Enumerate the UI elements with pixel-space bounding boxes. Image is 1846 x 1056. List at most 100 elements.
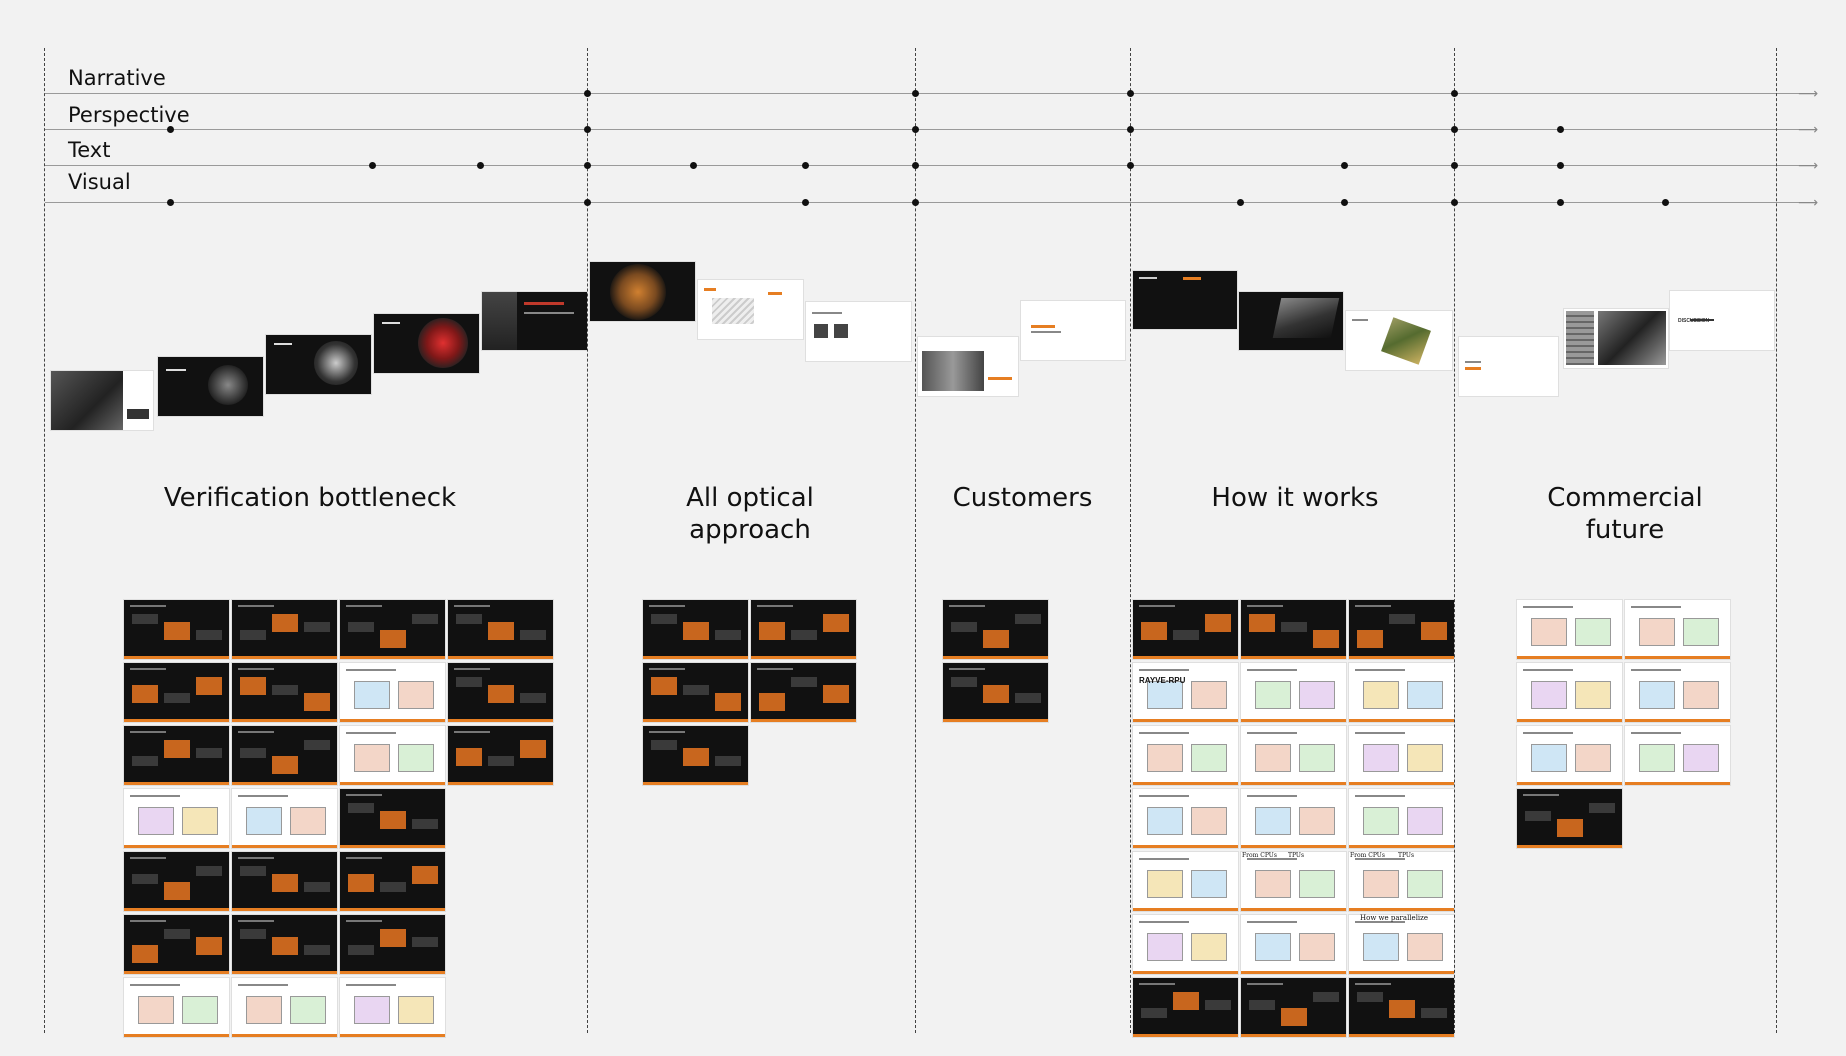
- slide-thumbnail[interactable]: [124, 789, 229, 848]
- slide-block: [1015, 693, 1041, 703]
- slide-block: [983, 685, 1009, 703]
- slide-thumbnail[interactable]: [448, 663, 553, 722]
- slide-thumbnail[interactable]: [158, 357, 263, 416]
- slide-thumbnail[interactable]: [1349, 852, 1454, 911]
- slide-thumbnail[interactable]: [1349, 663, 1454, 722]
- slide-thumbnail[interactable]: [1021, 301, 1125, 360]
- lane-line-perspective: [45, 129, 1810, 130]
- slide-thumbnail[interactable]: [751, 600, 856, 659]
- slide-text-line: [1523, 794, 1559, 796]
- slide-thumbnail[interactable]: [1241, 726, 1346, 785]
- slide-block: [1357, 992, 1383, 1002]
- slide-block: [1363, 744, 1399, 772]
- slide-thumbnail[interactable]: [751, 663, 856, 722]
- slide-thumbnail[interactable]: [266, 335, 371, 394]
- timeline-dot: [583, 161, 591, 169]
- slide-thumbnail[interactable]: [232, 978, 337, 1037]
- slide-thumbnail[interactable]: [1517, 600, 1622, 659]
- slide-text-line: [1523, 732, 1573, 734]
- slide-thumbnail[interactable]: [1239, 292, 1343, 350]
- slide-thumbnail[interactable]: [590, 262, 695, 321]
- slide-thumbnail[interactable]: [1625, 600, 1730, 659]
- slide-thumbnail[interactable]: [1564, 309, 1668, 368]
- slide-block: [132, 945, 158, 963]
- slide-thumbnail[interactable]: [482, 292, 587, 350]
- slide-thumbnail[interactable]: [698, 280, 803, 339]
- slide-thumbnail[interactable]: [232, 600, 337, 659]
- slide-thumbnail[interactable]: [124, 600, 229, 659]
- slide-thumbnail[interactable]: [374, 314, 479, 373]
- timeline-dot: [1236, 198, 1244, 206]
- slide-thumbnail[interactable]: [943, 600, 1048, 659]
- arrow-head-icon: ⟶: [1798, 85, 1819, 101]
- slide-thumbnail[interactable]: [124, 726, 229, 785]
- slide-thumbnail[interactable]: [340, 789, 445, 848]
- slide-thumbnail[interactable]: [1133, 663, 1238, 722]
- slide-thumbnail[interactable]: [124, 852, 229, 911]
- slide-thumbnail[interactable]: [448, 600, 553, 659]
- slide-thumbnail[interactable]: [1349, 600, 1454, 659]
- slide-text-line: [1247, 605, 1283, 607]
- slide-thumbnail[interactable]: [643, 663, 748, 722]
- slide-thumbnail[interactable]: [232, 663, 337, 722]
- slide-thumbnail[interactable]: [124, 915, 229, 974]
- slide-thumbnail[interactable]: [1133, 789, 1238, 848]
- slide-accent-bar: [124, 1034, 229, 1037]
- slide-block: [1363, 681, 1399, 709]
- slide-thumbnail[interactable]: [340, 600, 445, 659]
- slide-thumbnail[interactable]: [1517, 789, 1622, 848]
- slide-thumbnail[interactable]: [943, 663, 1048, 722]
- slide-caption: From CPUs: [1350, 852, 1385, 859]
- slide-thumbnail[interactable]: [1241, 663, 1346, 722]
- slide-thumbnail[interactable]: [124, 978, 229, 1037]
- slide-thumbnail[interactable]: [1625, 726, 1730, 785]
- slide-thumbnail[interactable]: [643, 600, 748, 659]
- slide-thumbnail[interactable]: [340, 663, 445, 722]
- slide-thumbnail[interactable]: [806, 302, 911, 361]
- slide-thumbnail[interactable]: [1133, 271, 1237, 329]
- slide-thumbnail[interactable]: [1349, 978, 1454, 1037]
- slide-thumbnail[interactable]: [643, 726, 748, 785]
- slide-thumbnail[interactable]: [1133, 915, 1238, 974]
- slide-thumbnail[interactable]: [448, 726, 553, 785]
- slide-thumbnail[interactable]: [1241, 852, 1346, 911]
- slide-thumbnail[interactable]: [1349, 915, 1454, 974]
- slide-thumbnail[interactable]: [232, 726, 337, 785]
- slide-thumbnail[interactable]: [340, 852, 445, 911]
- slide-thumbnail[interactable]: [1625, 663, 1730, 722]
- section-divider: [1130, 48, 1131, 1033]
- slide-caption: How we parallelize: [1360, 914, 1428, 922]
- slide-thumbnail[interactable]: [918, 337, 1018, 396]
- slide-block: [759, 622, 785, 640]
- slide-thumbnail[interactable]: [1241, 789, 1346, 848]
- slide-thumbnail[interactable]: [1133, 726, 1238, 785]
- slide-thumbnail[interactable]: [1241, 978, 1346, 1037]
- slide-thumbnail[interactable]: [1346, 311, 1452, 370]
- slide-thumbnail[interactable]: [1459, 337, 1558, 396]
- slide-text-line: [757, 605, 793, 607]
- slide-thumbnail[interactable]: [1670, 291, 1774, 350]
- slide-accent-bar: [1517, 845, 1622, 848]
- slide-thumbnail[interactable]: [340, 915, 445, 974]
- slide-accent-bar: [1349, 782, 1454, 785]
- slide-thumbnail[interactable]: [1349, 726, 1454, 785]
- slide-thumbnail[interactable]: [1133, 978, 1238, 1037]
- slide-thumbnail[interactable]: [232, 852, 337, 911]
- slide-thumbnail[interactable]: [1517, 726, 1622, 785]
- slide-thumbnail[interactable]: [1133, 852, 1238, 911]
- slide-text-line: [346, 669, 396, 671]
- slide-thumbnail[interactable]: [51, 371, 153, 430]
- slide-thumbnail[interactable]: [340, 978, 445, 1037]
- slide-thumbnail[interactable]: [232, 915, 337, 974]
- slide-thumbnail[interactable]: [340, 726, 445, 785]
- slide-accent-bar: [1133, 908, 1238, 911]
- slide-thumbnail[interactable]: [1241, 600, 1346, 659]
- slide-text-line: [454, 668, 490, 670]
- slide-thumbnail[interactable]: [1241, 915, 1346, 974]
- slide-thumbnail[interactable]: [1517, 663, 1622, 722]
- slide-thumbnail[interactable]: [232, 789, 337, 848]
- slide-thumbnail[interactable]: [1349, 789, 1454, 848]
- slide-accent-bar: [1133, 845, 1238, 848]
- slide-thumbnail[interactable]: [1133, 600, 1238, 659]
- slide-thumbnail[interactable]: [124, 663, 229, 722]
